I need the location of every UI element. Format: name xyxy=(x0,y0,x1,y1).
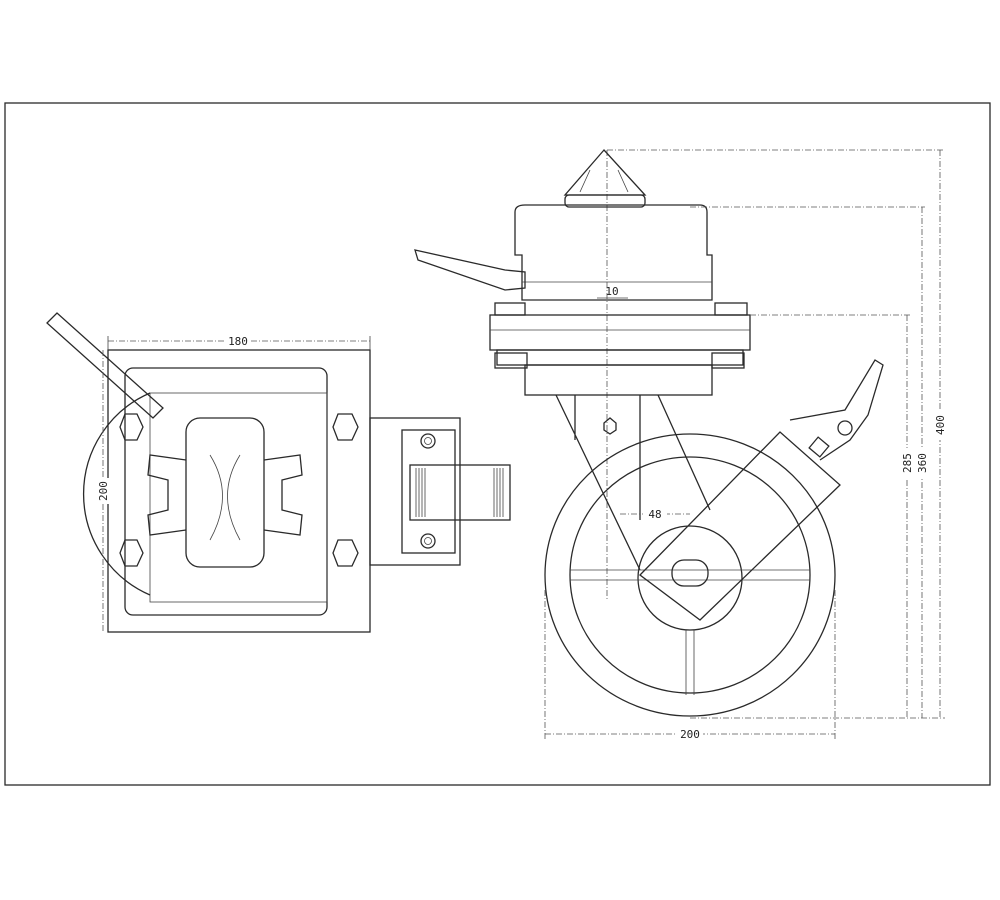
dim-180: 180 xyxy=(228,335,248,348)
dim-400: 400 xyxy=(934,415,947,435)
dim-360: 360 xyxy=(916,453,929,473)
mounting-plate xyxy=(489,314,751,351)
brake-pedal xyxy=(789,359,884,461)
drawing-frame xyxy=(4,102,991,786)
inner-housing xyxy=(124,367,328,616)
nut-icon xyxy=(420,433,436,449)
nut-icon xyxy=(494,352,528,369)
wheel-hub xyxy=(637,525,743,631)
dim-48: 48 xyxy=(648,508,661,521)
nut-icon xyxy=(711,352,745,369)
dim-200-wheel: 200 xyxy=(680,728,700,741)
lock-handle xyxy=(46,312,164,419)
hex-bolt-icon xyxy=(332,539,359,567)
hex-bolt-icon xyxy=(332,413,359,441)
hex-bolt-icon xyxy=(119,413,144,441)
center-block xyxy=(185,417,265,568)
swivel-housing xyxy=(524,364,713,396)
brake-arm xyxy=(639,431,841,621)
dim-285: 285 xyxy=(901,453,914,473)
nut-icon xyxy=(420,533,436,549)
hex-bolt-icon xyxy=(119,539,144,567)
wheel xyxy=(544,433,836,717)
top-cone xyxy=(563,149,647,196)
dim-200-vertical: 200 xyxy=(97,481,110,501)
side-clamp xyxy=(369,417,461,566)
hex-bolt-icon xyxy=(603,417,617,435)
clamp-strip xyxy=(409,464,511,521)
top-view: 180 200 xyxy=(46,312,511,633)
side-lever xyxy=(414,249,526,291)
fork xyxy=(555,394,711,571)
dim-10: 10 xyxy=(605,285,618,298)
jack-body xyxy=(514,204,713,301)
axle-slot xyxy=(671,559,709,587)
base-plate xyxy=(107,349,371,633)
side-view: 285 360 400 200 10 48 xyxy=(414,149,947,741)
